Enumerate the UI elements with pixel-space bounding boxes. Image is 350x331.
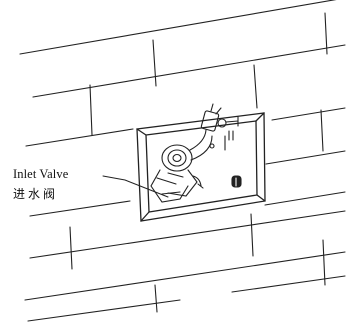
- recessed-box: [136, 112, 266, 222]
- inlet-valve-label-en: Inlet Valve: [13, 167, 69, 181]
- inlet-valve-label-zh: 进水阀: [13, 187, 59, 201]
- inlet-valve-assembly: [150, 103, 242, 203]
- brick-wall: [19, 0, 346, 322]
- callout-leader-line: [102, 175, 169, 198]
